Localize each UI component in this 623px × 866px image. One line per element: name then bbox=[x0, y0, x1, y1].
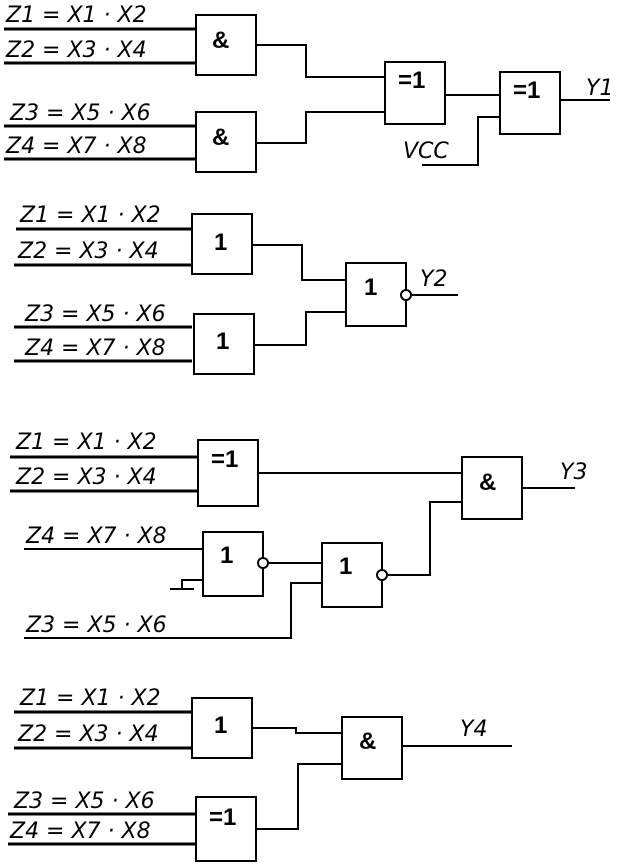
c4-output-label: Y4 bbox=[460, 717, 487, 742]
c4-wire-or-to-and bbox=[252, 727, 342, 734]
c1-output-label: Y1 bbox=[586, 76, 613, 101]
c2-or-gate-top-symbol: 1 bbox=[214, 229, 227, 256]
c3-xor-gate-symbol: =1 bbox=[211, 446, 238, 473]
c1-input-z1: Z1 = X1 · X2 bbox=[5, 3, 147, 28]
c4-or-gate bbox=[191, 697, 253, 759]
c3-and-gate-out bbox=[461, 456, 523, 520]
c1-xor-gate-mid-symbol: =1 bbox=[398, 67, 425, 94]
c1-and-gate-top-symbol: & bbox=[212, 27, 229, 54]
c2-nor-gate-out bbox=[345, 262, 407, 327]
c1-input-z3: Z3 = X5 · X6 bbox=[9, 101, 151, 126]
c2-or-gate-bottom bbox=[193, 313, 255, 375]
c3-input-z1: Z1 = X1 · X2 bbox=[15, 430, 157, 455]
c4-input-z3: Z3 = X5 · X6 bbox=[13, 789, 155, 814]
c4-and-gate-out-symbol: & bbox=[359, 728, 376, 755]
c1-vcc-label: VCC bbox=[403, 139, 449, 164]
c3-input-z2: Z2 = X3 · X4 bbox=[15, 465, 157, 490]
c4-input-z1: Z1 = X1 · X2 bbox=[19, 686, 161, 711]
c1-and-gate-top bbox=[195, 14, 257, 76]
c3-input-z3: Z3 = X5 · X6 bbox=[25, 613, 167, 638]
c3-xor-gate bbox=[197, 439, 259, 507]
c2-output-label: Y2 bbox=[420, 267, 447, 292]
c4-xor-gate bbox=[195, 796, 257, 862]
circuit-3: Z1 = X1 · X2 Z2 = X3 · X4 Z4 = X7 · X8 Z… bbox=[10, 430, 587, 639]
circuit-2: Z1 = X1 · X2 Z2 = X3 · X4 Z3 = X5 · X6 Z… bbox=[14, 203, 458, 375]
c1-and-gate-bottom-symbol: & bbox=[212, 124, 229, 151]
c1-wire-vcc bbox=[422, 116, 500, 166]
c4-wire-xor-to-and bbox=[256, 763, 342, 830]
c2-input-z4: Z4 = X7 · X8 bbox=[24, 336, 166, 361]
c3-wire-ground bbox=[181, 579, 203, 588]
c4-or-gate-symbol: 1 bbox=[214, 712, 227, 739]
c3-nor-gate-left bbox=[202, 531, 264, 597]
c3-wire-z3 bbox=[24, 582, 322, 639]
c3-nor-gate-right-symbol: 1 bbox=[339, 553, 352, 580]
circuit-1: Z1 = X1 · X2 Z2 = X3 · X4 Z3 = X5 · X6 Z… bbox=[4, 3, 613, 173]
c4-xor-gate-symbol: =1 bbox=[209, 804, 236, 831]
c1-wire-bottom-to-mid bbox=[256, 111, 385, 144]
c3-nor-right-bubble bbox=[376, 569, 388, 581]
c1-input-z2: Z2 = X3 · X4 bbox=[5, 38, 147, 63]
c2-wire-bottom-to-out bbox=[254, 311, 346, 346]
c2-or-gate-bottom-symbol: 1 bbox=[216, 328, 229, 355]
c3-nor-gate-left-symbol: 1 bbox=[220, 542, 233, 569]
circuit-4: Z1 = X1 · X2 Z2 = X3 · X4 Z3 = X5 · X6 Z… bbox=[8, 686, 512, 862]
c2-input-z1: Z1 = X1 · X2 bbox=[19, 203, 161, 228]
c3-nor-left-bubble bbox=[257, 557, 269, 569]
c2-nor-bubble bbox=[400, 289, 412, 301]
c2-nor-gate-out-symbol: 1 bbox=[364, 274, 377, 301]
c1-and-gate-bottom bbox=[195, 111, 257, 173]
c4-input-z2: Z2 = X3 · X4 bbox=[17, 722, 159, 747]
c2-wire-top-to-out bbox=[252, 244, 346, 281]
c2-or-gate-top bbox=[191, 213, 253, 275]
c1-xor-gate-out bbox=[499, 71, 561, 135]
c2-input-z3: Z3 = X5 · X6 bbox=[24, 302, 166, 327]
c1-wire-top-to-mid bbox=[256, 44, 385, 78]
c3-and-gate-out-symbol: & bbox=[479, 469, 496, 496]
c3-wire-nor-to-and bbox=[387, 501, 462, 576]
c4-and-gate-out bbox=[341, 716, 403, 780]
c3-input-z4: Z4 = X7 · X8 bbox=[25, 524, 167, 549]
c3-output-label: Y3 bbox=[560, 460, 587, 485]
c2-input-z2: Z2 = X3 · X4 bbox=[17, 239, 159, 264]
c3-nor-gate-right bbox=[321, 542, 383, 608]
c1-xor-gate-out-symbol: =1 bbox=[513, 77, 540, 104]
c1-input-z4: Z4 = X7 · X8 bbox=[5, 134, 147, 159]
c1-xor-gate-mid bbox=[384, 61, 446, 125]
c4-input-z4: Z4 = X7 · X8 bbox=[9, 819, 151, 844]
